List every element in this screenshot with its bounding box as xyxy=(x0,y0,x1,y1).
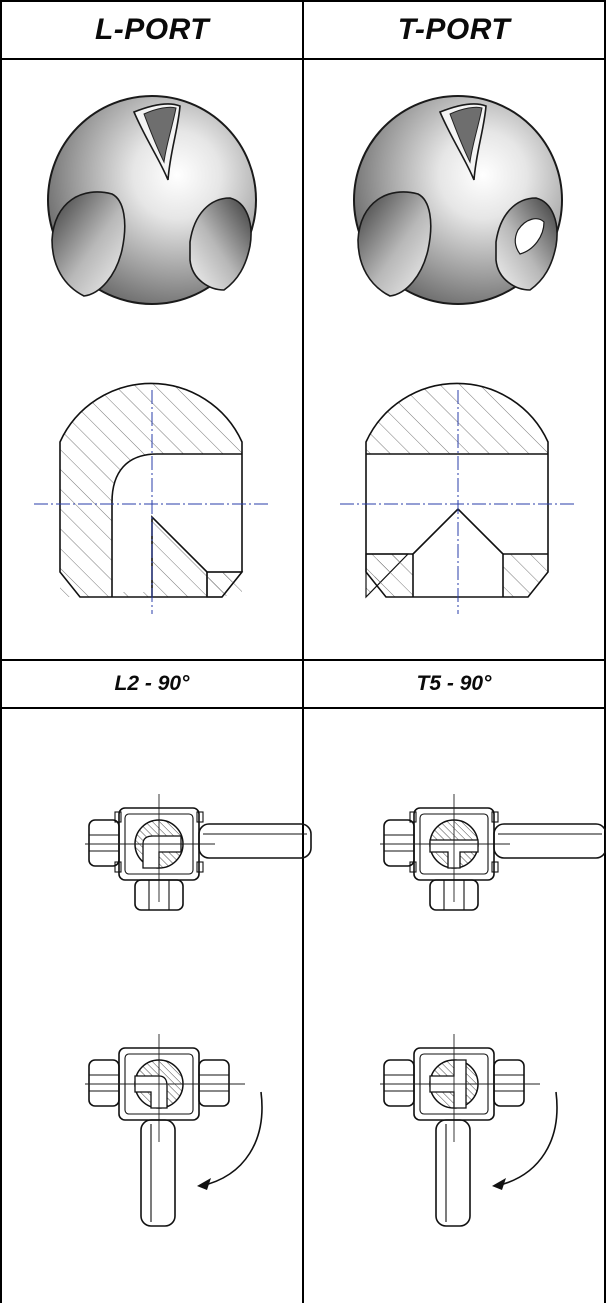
table-row-divider-1 xyxy=(0,58,606,60)
table-row-divider-3 xyxy=(0,707,606,709)
t-port-ball-render xyxy=(353,95,563,305)
table-row-divider-2 xyxy=(0,659,606,661)
subheader-l2-90: L2 - 90° xyxy=(114,672,190,695)
table-border-right xyxy=(604,0,606,1303)
t-port-section-drawing xyxy=(340,382,574,614)
column-header-t-port: T-PORT xyxy=(397,13,511,46)
l-port-ball-render xyxy=(47,95,257,305)
t5-valve-position-1 xyxy=(380,794,606,911)
column-header-l-port: L-PORT xyxy=(94,13,210,46)
l2-valve-position-2 xyxy=(85,1034,263,1227)
table-border-left xyxy=(0,0,2,1303)
l2-valve-position-1 xyxy=(85,794,312,911)
table-column-divider xyxy=(302,0,304,1303)
t5-valve-position-2 xyxy=(380,1034,558,1227)
l-port-section-drawing xyxy=(34,382,268,614)
subheader-t5-90: T5 - 90° xyxy=(416,672,492,695)
